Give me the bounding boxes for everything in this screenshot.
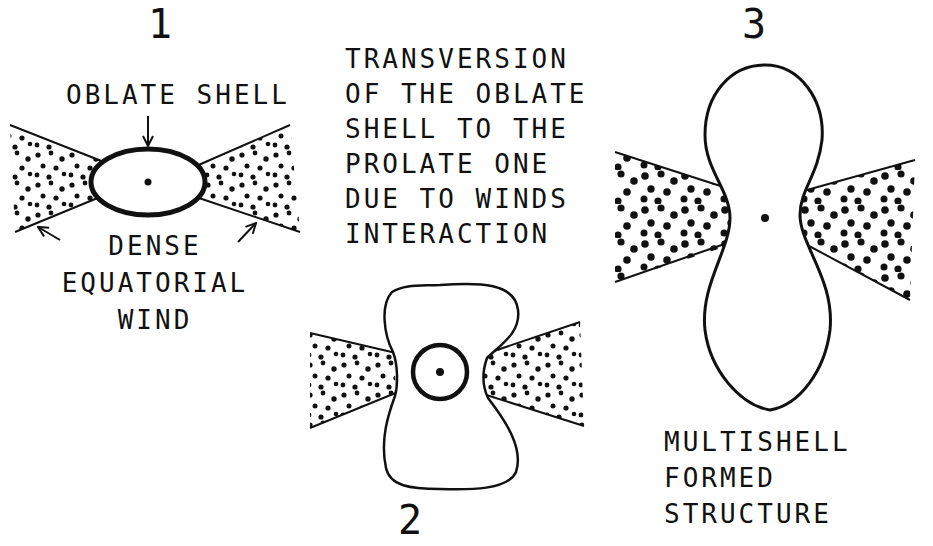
wedge-edge [15,197,100,232]
dense-wind-wedge [310,333,396,428]
wedge-edge [10,125,104,162]
central-star [436,368,444,376]
prolate-shell [384,284,518,490]
process-note: TRANSVERSION OF THE OBLATE SHELL TO THE … [345,42,607,253]
panel-number: 1 [148,2,172,46]
central-star [761,214,769,222]
panel-number: 2 [398,498,422,542]
structure-label: MULTISHELL FORMED STRUCTURE [664,425,894,533]
wedge-edge [310,333,396,353]
wedge-edge [310,392,398,428]
dense-wind-wedge [198,125,300,232]
wedge-edge [194,125,290,167]
wind-label: DENSE EQUATORIAL WIND [40,228,270,339]
leader-arrow [238,223,256,242]
leader-arrow [38,227,60,240]
wedge-edge [196,197,300,232]
central-star [145,179,152,186]
oblate-shell [413,345,467,399]
oblate-shell [91,149,205,215]
panel-number: 3 [742,2,766,46]
leader-arrow [147,116,149,146]
shell-label: OBLATE SHELL [66,80,290,111]
dense-wind-wedge [10,125,100,232]
multishell-structure [704,65,830,410]
